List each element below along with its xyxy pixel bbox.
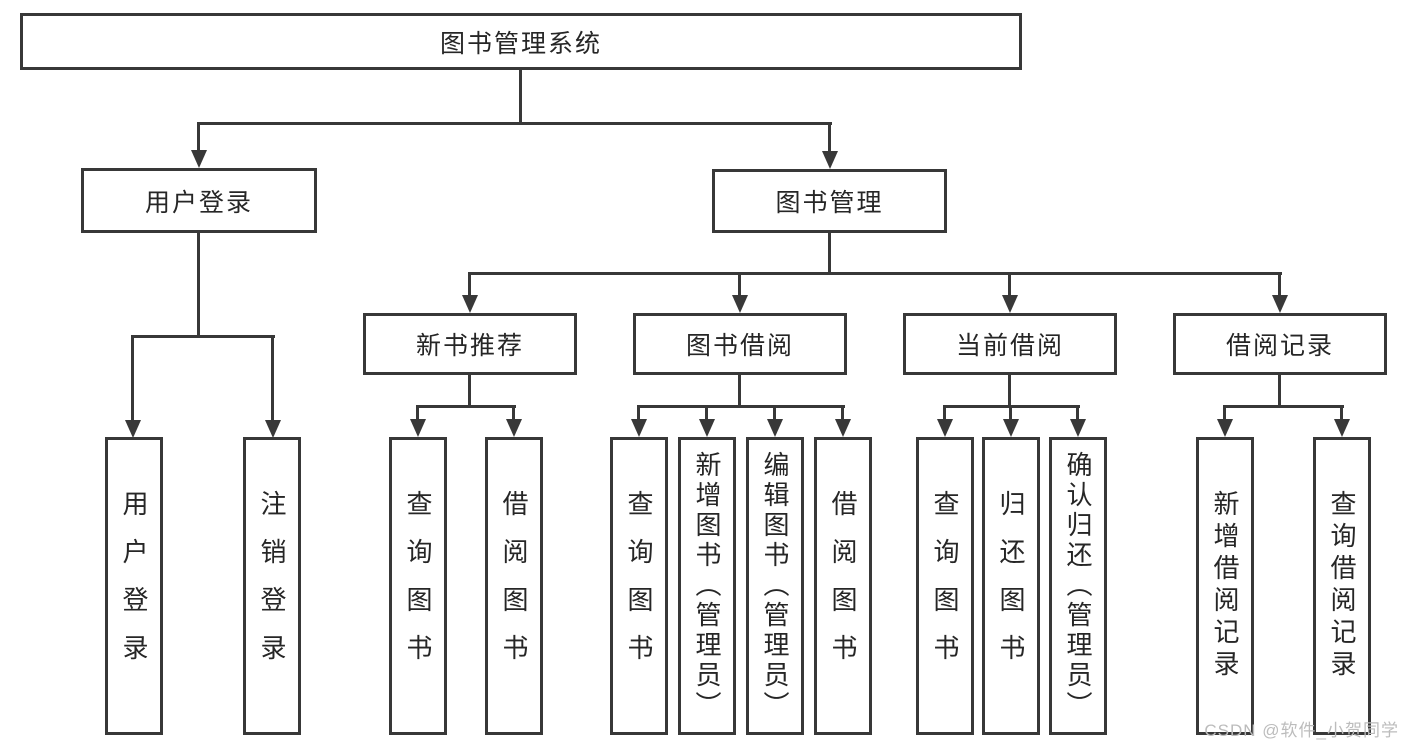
leaf-current-confirm-return-admin: 确认归还（管理员）	[1049, 437, 1107, 735]
arrowhead-down-icon	[1217, 419, 1233, 437]
arrowhead-down-icon	[410, 419, 426, 437]
leaf-borrow-query-books: 查询图书	[610, 437, 668, 735]
node-book-borrow: 图书借阅	[633, 313, 847, 375]
arrowhead-down-icon	[822, 151, 838, 169]
node-label: 图书管理系统	[439, 29, 602, 58]
connector-shaft	[468, 272, 471, 297]
leaf-current-query-books: 查询图书	[916, 437, 974, 735]
leaf-label: 新增图书（管理员）	[692, 451, 722, 721]
arrowhead-down-icon	[1334, 419, 1350, 437]
connector-shaft	[1008, 272, 1011, 297]
arrowhead-down-icon	[462, 295, 478, 313]
connector-mgmt-hbar	[468, 272, 1282, 275]
leaf-label: 查询图书	[624, 490, 654, 682]
node-new-book-recommend: 新书推荐	[363, 313, 577, 375]
connector-shaft	[828, 122, 831, 151]
connector-newbook-vline	[468, 375, 471, 408]
arrowhead-down-icon	[1002, 295, 1018, 313]
connector-shaft	[738, 272, 741, 297]
connector-shaft	[1340, 405, 1343, 421]
connector-user-hbar	[131, 335, 275, 338]
arrowhead-down-icon	[937, 419, 953, 437]
node-label: 借阅记录	[1225, 332, 1334, 360]
node-library-management-system: 图书管理系统	[20, 13, 1022, 70]
connector-shaft	[943, 405, 946, 421]
leaf-label: 查询图书	[403, 490, 433, 682]
node-label: 图书管理	[775, 189, 884, 217]
node-user-login: 用户登录	[81, 168, 317, 233]
leaf-label: 注销登录	[257, 490, 287, 682]
leaf-label: 借阅图书	[828, 490, 858, 682]
connector-records-hbar	[1223, 405, 1344, 408]
connector-shaft	[197, 122, 200, 150]
leaf-borrow-borrow-books: 借阅图书	[814, 437, 872, 735]
leaf-label: 查询图书	[930, 490, 960, 682]
connector-root-vline	[519, 70, 522, 122]
connector-records-vline	[1278, 375, 1281, 408]
connector-shaft	[773, 405, 776, 421]
connector-mgmt-vline	[828, 233, 831, 275]
node-label: 当前借阅	[955, 332, 1064, 360]
connector-shaft	[1009, 405, 1012, 421]
connector-current-vline	[1008, 375, 1011, 408]
connector-shaft	[637, 405, 640, 421]
leaf-label: 编辑图书（管理员）	[760, 451, 790, 721]
leaf-label: 用户登录	[119, 490, 149, 682]
node-label: 用户登录	[144, 188, 253, 217]
leaf-label: 借阅图书	[499, 490, 529, 682]
node-borrow-records: 借阅记录	[1173, 313, 1387, 375]
arrowhead-down-icon	[1272, 295, 1288, 313]
node-label: 新书推荐	[415, 332, 524, 360]
node-label: 图书借阅	[685, 332, 794, 360]
leaf-label: 新增借阅记录	[1210, 490, 1240, 682]
leaf-newbook-borrow-books: 借阅图书	[485, 437, 543, 735]
node-book-management: 图书管理	[712, 169, 947, 233]
connector-shaft	[131, 335, 134, 422]
leaf-logout: 注销登录	[243, 437, 301, 735]
arrowhead-down-icon	[835, 419, 851, 437]
arrowhead-down-icon	[631, 419, 647, 437]
arrowhead-down-icon	[1003, 419, 1019, 437]
connector-shaft	[271, 335, 274, 422]
connector-shaft	[1223, 405, 1226, 421]
leaf-records-add-borrow-record: 新增借阅记录	[1196, 437, 1254, 735]
connector-shaft	[1076, 405, 1079, 421]
connector-shaft	[705, 405, 708, 421]
connector-borrow-hbar	[637, 405, 845, 408]
watermark: CSDN @软件_小贺同学	[1204, 721, 1399, 740]
node-current-borrow: 当前借阅	[903, 313, 1117, 375]
arrowhead-down-icon	[699, 419, 715, 437]
arrowhead-down-icon	[1070, 419, 1086, 437]
connector-shaft	[1278, 272, 1281, 297]
arrowhead-down-icon	[265, 420, 281, 438]
arrowhead-down-icon	[125, 420, 141, 438]
leaf-borrow-edit-books-admin: 编辑图书（管理员）	[746, 437, 804, 735]
connector-shaft	[416, 405, 419, 421]
leaf-label: 归还图书	[996, 490, 1026, 682]
leaf-label: 查询借阅记录	[1327, 490, 1357, 682]
leaf-user-login: 用户登录	[105, 437, 163, 735]
arrowhead-down-icon	[767, 419, 783, 437]
connector-shaft	[512, 405, 515, 421]
arrowhead-down-icon	[732, 295, 748, 313]
leaf-current-return-books: 归还图书	[982, 437, 1040, 735]
connector-user-vline	[197, 232, 200, 338]
leaf-label: 确认归还（管理员）	[1063, 451, 1093, 721]
connector-borrow-vline	[738, 375, 741, 408]
arrowhead-down-icon	[506, 419, 522, 437]
arrowhead-down-icon	[191, 150, 207, 168]
leaf-records-query-borrow-record: 查询借阅记录	[1313, 437, 1371, 735]
leaf-newbook-query-books: 查询图书	[389, 437, 447, 735]
connector-shaft	[841, 405, 844, 421]
connector-newbook-hbar	[416, 405, 516, 408]
connector-root-hbar	[197, 122, 832, 125]
leaf-borrow-add-books-admin: 新增图书（管理员）	[678, 437, 736, 735]
